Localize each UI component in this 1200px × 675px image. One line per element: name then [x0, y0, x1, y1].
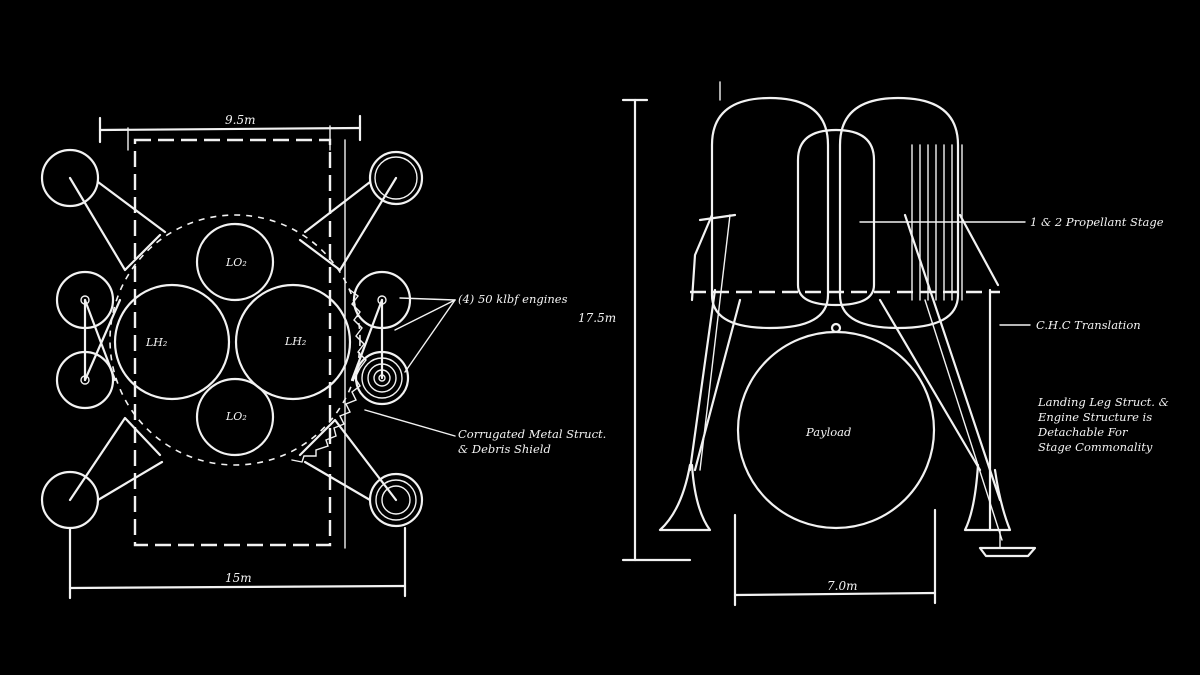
tank-lh2-left — [113, 283, 231, 401]
left-leg-strut — [688, 288, 717, 472]
height-label: 17.5m — [578, 311, 616, 325]
tank-label-lh2-left: LH₂ — [145, 336, 167, 349]
tank-lo2-bottom — [195, 377, 275, 457]
tank-label-lo2-bottom: LO₂ — [225, 410, 247, 423]
right-engine-nozzle — [963, 463, 1012, 532]
side-view-drawing: 17.5m Payload — [578, 81, 1169, 607]
leg-note-line2: Engine Structure is — [1037, 410, 1152, 424]
chc-note: C.H.C Translation — [1036, 318, 1141, 332]
leg-pad-top-right — [368, 150, 424, 206]
payload-label: Payload — [805, 425, 851, 439]
bottom-dimension-line — [68, 584, 407, 590]
payload-sphere — [736, 330, 936, 530]
top-width-label: 9.5m — [225, 113, 255, 127]
tank-lh2-right — [234, 283, 352, 401]
chc-node — [830, 322, 842, 334]
left-engine-nozzle — [658, 463, 712, 532]
propellant-tank-left — [710, 96, 830, 330]
tank-label-lo2-top: LO₂ — [225, 256, 247, 269]
leg-note-line3: Detachable For — [1037, 425, 1129, 439]
landing-pad — [978, 546, 1037, 558]
tank-label-lh2-right: LH₂ — [284, 335, 306, 348]
engines-note: (4) 50 klbf engines — [458, 292, 568, 306]
leg-note-line1: Landing Leg Struct. & — [1037, 395, 1169, 409]
tank-lo2-top — [195, 222, 275, 302]
leg-pad-top-left — [40, 148, 100, 208]
bottom-width-label: 15m — [225, 571, 252, 585]
propellant-tank-center — [796, 128, 876, 307]
corrugated-shield — [291, 289, 367, 463]
propellant-tank-right — [838, 96, 960, 330]
stage-note: 1 & 2 Propellant Stage — [1030, 215, 1164, 229]
width-label: 7.0m — [827, 579, 857, 593]
dashed-frame — [133, 138, 332, 547]
shield-note-line2: & Debris Shield — [458, 442, 551, 456]
shield-note-line1: Corrugated Metal Struct. — [458, 427, 606, 441]
leg-note-line4: Stage Commonality — [1038, 440, 1153, 454]
top-dimension-line — [98, 126, 362, 132]
right-leg-strut — [903, 213, 1002, 502]
top-view-drawing: 9.5m LO₂ LH₂ LH₂ LO₂ — [40, 113, 606, 600]
width-dimension-line — [733, 591, 937, 597]
